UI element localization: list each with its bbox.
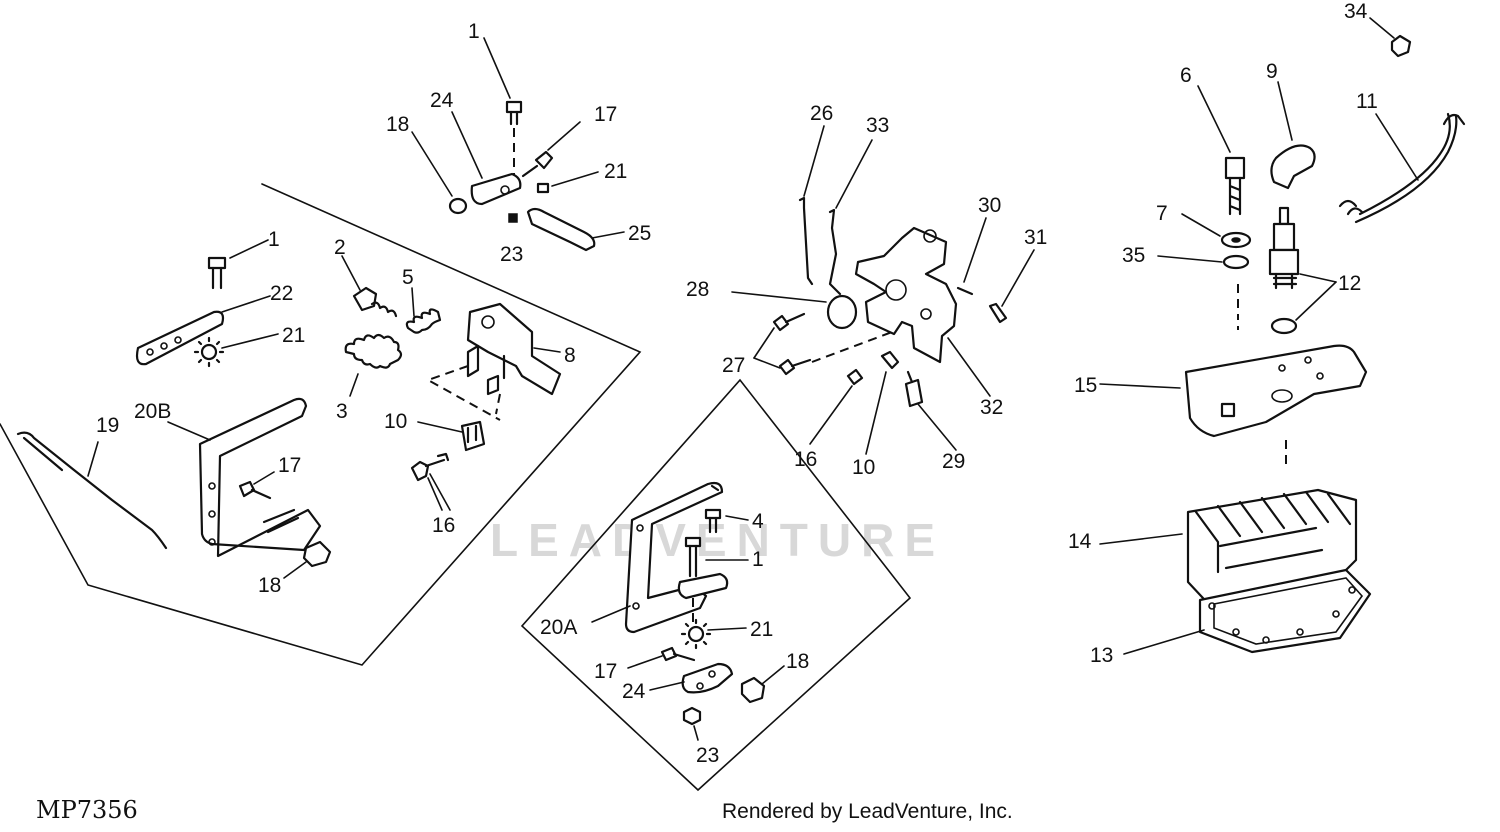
callout-label: 8 — [564, 344, 576, 367]
callout-label: 35 — [1122, 244, 1145, 267]
callout-label: 1 — [752, 548, 764, 571]
callout-label: 24 — [622, 680, 646, 703]
callout-label: 29 — [942, 450, 965, 473]
figure-code: MP7356 — [36, 796, 138, 824]
callout-label: 18 — [386, 113, 409, 136]
callout-label: 18 — [786, 650, 809, 673]
callout-label: 30 — [978, 194, 1001, 217]
watermark-text: LEADVENTURE — [490, 514, 945, 566]
lower-governor-assembly — [520, 378, 912, 792]
callout-label: 17 — [594, 660, 617, 683]
callout-label: 4 — [752, 510, 764, 533]
callout-label: 1 — [468, 20, 480, 43]
callout-label: 23 — [500, 243, 523, 266]
render-credit: Rendered by LeadVenture, Inc. — [722, 800, 1013, 823]
callout-label: 20A — [540, 616, 577, 639]
center-control-bracket-assembly — [731, 125, 1035, 455]
left-governor-assembly — [0, 183, 642, 666]
callout-label: 18 — [258, 574, 281, 597]
callout-label: 21 — [282, 324, 305, 347]
callout-label: 21 — [604, 160, 627, 183]
cylinder-head-assembly — [1099, 17, 1466, 655]
callout-label: 22 — [270, 282, 293, 305]
callout-label: 17 — [278, 454, 301, 477]
callout-label: 9 — [1266, 60, 1278, 83]
callout-label: 25 — [628, 222, 651, 245]
callout-label: 27 — [722, 354, 745, 377]
callout-label: 10 — [852, 456, 875, 479]
callout-label: 11 — [1356, 90, 1378, 113]
top-linkage-assembly — [411, 37, 625, 252]
callout-label: 28 — [686, 278, 709, 301]
callout-label: 20B — [134, 400, 171, 423]
callout-label: 23 — [696, 744, 719, 767]
callout-label: 19 — [96, 414, 119, 437]
callout-label: 21 — [750, 618, 773, 641]
callout-label: 3 — [336, 400, 348, 423]
callout-label: 26 — [810, 102, 833, 125]
callout-label: 5 — [402, 266, 414, 289]
callout-label: 16 — [432, 514, 455, 537]
callout-label: 31 — [1024, 226, 1047, 249]
callout-label: 33 — [866, 114, 889, 137]
callout-label: 34 — [1344, 0, 1368, 23]
callout-label: 2 — [334, 236, 346, 259]
callout-label: 16 — [794, 448, 817, 471]
callout-label: 24 — [430, 89, 454, 112]
callout-label: 15 — [1074, 374, 1097, 397]
callout-label: 7 — [1156, 202, 1168, 225]
callout-label: 13 — [1090, 644, 1113, 667]
callout-label: 10 — [384, 410, 407, 433]
callout-label: 17 — [594, 103, 617, 126]
callout-label: 14 — [1068, 530, 1092, 553]
callout-label: 1 — [268, 228, 280, 251]
callout-label: 12 — [1338, 272, 1361, 295]
callout-label: 6 — [1180, 64, 1192, 87]
callout-label: 32 — [980, 396, 1003, 419]
